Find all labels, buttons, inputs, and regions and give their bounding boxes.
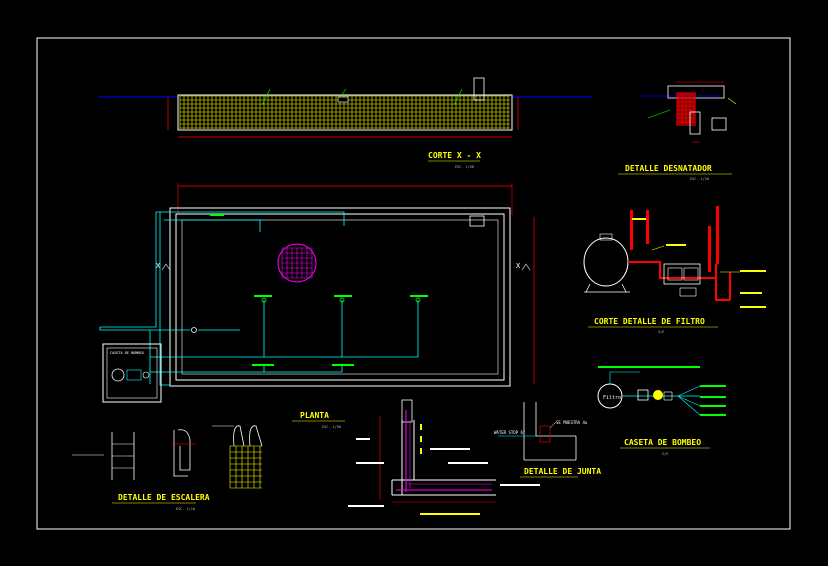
title-corte-filtro: CORTE DETALLE DE FILTRO xyxy=(594,317,705,326)
title-junta: DETALLE DE JUNTA xyxy=(524,467,601,476)
section-mark-right: X xyxy=(516,262,521,270)
sheet-frame xyxy=(36,37,791,530)
corte-xx-section xyxy=(98,77,592,138)
junta-detail: WATER STOP 6" SE MUESTRA 4u xyxy=(494,402,588,461)
caseta-bombeo-diagram: Filtro xyxy=(597,366,726,416)
title-caseta: CASETA DE BOMBEO xyxy=(624,438,701,447)
svg-text:ESC. 1/10: ESC. 1/10 xyxy=(176,507,195,511)
svg-text:ESC. 1/20: ESC. 1/20 xyxy=(690,177,709,181)
title-desnatador: DETALLE DESNATADOR xyxy=(625,164,712,173)
desnatador-detail xyxy=(640,81,737,143)
label-water-stop: WATER STOP 6" xyxy=(494,430,525,435)
svg-text:ESC. 1/50: ESC. 1/50 xyxy=(455,165,474,169)
planta-pool-plan: X X CASETA DE BOMBEO xyxy=(99,183,535,403)
label-filtro: Filtro xyxy=(603,395,621,401)
svg-text:S/E: S/E xyxy=(658,330,664,334)
title-corte-xx: CORTE X - X xyxy=(428,151,481,160)
title-escalera: DETALLE DE ESCALERA xyxy=(118,493,210,502)
section-mark-left: X xyxy=(156,262,161,270)
svg-text:ESC. 1/50: ESC. 1/50 xyxy=(322,425,341,429)
filtro-detail xyxy=(583,206,766,308)
label-se-muestra: SE MUESTRA 4u xyxy=(556,420,588,425)
label-caseta-plan: CASETA DE BOMBEO xyxy=(110,351,144,355)
escalera-detail xyxy=(72,425,263,489)
title-planta: PLANTA xyxy=(300,411,329,420)
muro-detail xyxy=(348,399,540,515)
svg-text:S/E: S/E xyxy=(662,452,668,456)
